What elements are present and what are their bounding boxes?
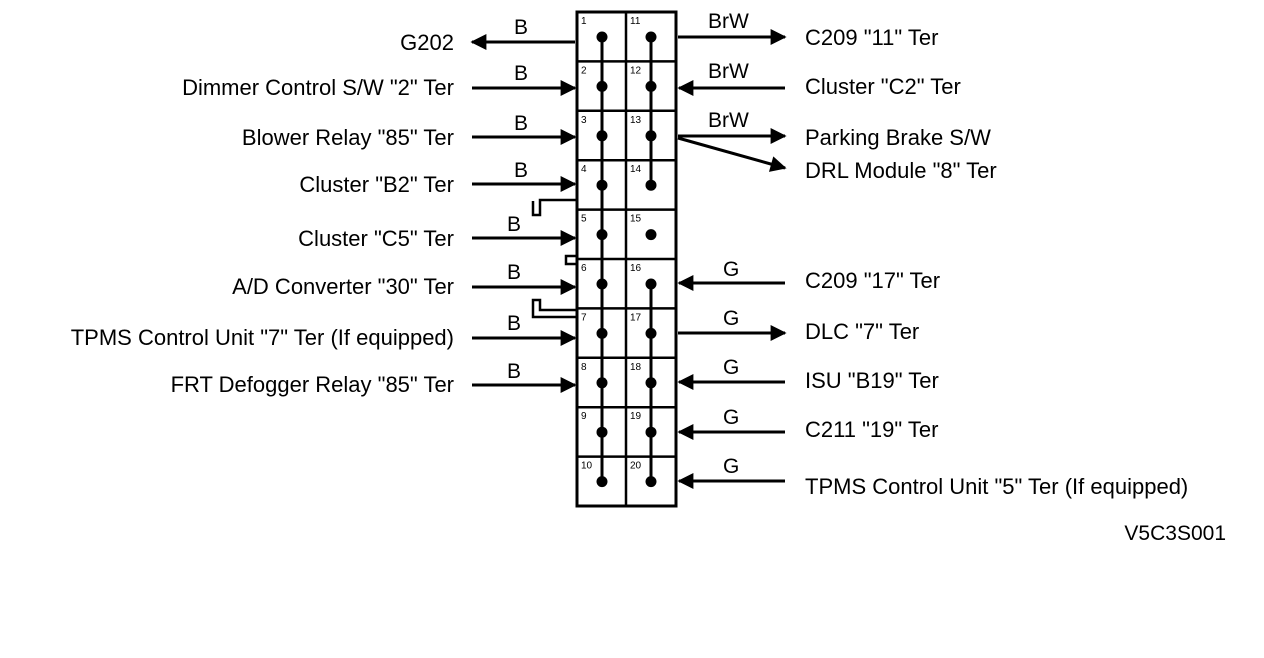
right-label-pin12: Cluster "C2" Ter — [805, 74, 961, 99]
left-label-pin4: Cluster "B2" Ter — [299, 172, 454, 197]
pin-dot-8 — [596, 377, 608, 389]
pin-dot-5 — [596, 229, 608, 241]
wire-color-pin12: BrW — [708, 60, 749, 83]
wire-color-pin5: B — [507, 213, 521, 236]
wire-color-pin20: G — [723, 455, 739, 478]
wire-color-pin11: BrW — [708, 10, 749, 33]
right-label-pin16: C209 "17" Ter — [805, 268, 940, 293]
wire-color-pin3: B — [514, 112, 528, 135]
left-label-pin7: TPMS Control Unit "7" Ter (If equipped) — [71, 325, 454, 350]
pin-dot-3 — [596, 130, 608, 142]
pin-dot-14 — [645, 179, 657, 191]
right-label-pin18: ISU "B19" Ter — [805, 368, 939, 393]
left-label-pin3: Blower Relay "85" Ter — [242, 125, 454, 150]
wire-color-pin13: BrW — [708, 109, 749, 132]
pin-dot-20 — [645, 476, 657, 488]
pin-dots — [596, 31, 657, 488]
pin-number-2: 2 — [581, 65, 587, 76]
pin-number-3: 3 — [581, 115, 587, 126]
jumper-wire — [531, 198, 577, 319]
pin-number-13: 13 — [630, 115, 642, 126]
pin-dot-17 — [645, 327, 657, 339]
pin-dot-10 — [596, 476, 608, 488]
left-label-pin2: Dimmer Control S/W "2" Ter — [182, 75, 454, 100]
pin-number-4: 4 — [581, 164, 587, 175]
pin-dot-4 — [596, 179, 608, 191]
left-label-pin6: A/D Converter "30" Ter — [232, 274, 454, 299]
right-label-pin13-a: Parking Brake S/W — [805, 125, 991, 150]
figure-code: V5C3S001 — [1124, 522, 1226, 545]
wire-color-pin17: G — [723, 307, 739, 330]
row-dividers — [577, 60, 676, 458]
pin-number-10: 10 — [581, 461, 593, 472]
wire-color-pin4: B — [514, 159, 528, 182]
pin-dot-7 — [596, 327, 608, 339]
pin-number-16: 16 — [630, 263, 642, 274]
pin-dot-2 — [596, 80, 608, 92]
pin-dot-9 — [596, 426, 608, 438]
pin-number-19: 19 — [630, 411, 642, 422]
pin-number-7: 7 — [581, 312, 587, 323]
pin-number-9: 9 — [581, 411, 587, 422]
pin-number-12: 12 — [630, 65, 642, 76]
wire-line-pin13b — [677, 136, 787, 172]
wire-color-pin6: B — [507, 261, 521, 284]
pin-dot-18 — [645, 377, 657, 389]
pin-dot-12 — [645, 80, 657, 92]
wire-color-pin2: B — [514, 62, 528, 85]
left-label-pin8: FRT Defogger Relay "85" Ter — [171, 372, 454, 397]
right-connections: C209 "11" Ter Cluster "C2" Ter Parking B… — [677, 10, 1188, 499]
left-label-pin5: Cluster "C5" Ter — [298, 226, 454, 251]
pin-dot-6 — [596, 278, 608, 290]
wire-color-pin7: B — [507, 312, 521, 335]
right-label-pin20: TPMS Control Unit "5" Ter (If equipped) — [805, 474, 1188, 499]
pin-number-1: 1 — [581, 16, 587, 27]
pin-number-15: 15 — [630, 214, 642, 225]
wire-color-pin19: G — [723, 406, 739, 429]
pin-number-14: 14 — [630, 164, 642, 175]
pin-dot-1 — [596, 31, 608, 43]
right-label-pin19: C211 "19" Ter — [805, 417, 938, 442]
pin-number-6: 6 — [581, 263, 587, 274]
wire-color-pin18: G — [723, 356, 739, 379]
pin-number-18: 18 — [630, 362, 642, 373]
pin-dot-19 — [645, 426, 657, 438]
wire-color-pin16: G — [723, 258, 739, 281]
pin-dot-16 — [645, 278, 657, 290]
pin-number-17: 17 — [630, 312, 642, 323]
right-label-pin11: C209 "11" Ter — [805, 25, 938, 50]
pin-number-11: 11 — [630, 16, 641, 27]
left-label-pin1: G202 — [400, 30, 454, 55]
wire-color-pin8: B — [507, 360, 521, 383]
pin-dot-15 — [645, 229, 657, 241]
right-label-pin13-b: DRL Module "8" Ter — [805, 158, 997, 183]
pin-number-5: 5 — [581, 214, 587, 225]
pin-dot-13 — [645, 130, 657, 142]
wire-color-pin1: B — [514, 16, 528, 39]
pin-number-20: 20 — [630, 461, 642, 472]
left-connections: G202 Dimmer Control S/W "2" Ter Blower R… — [71, 16, 577, 397]
right-label-pin17: DLC "7" Ter — [805, 319, 919, 344]
pin-number-8: 8 — [581, 362, 587, 373]
pin-dot-11 — [645, 31, 657, 43]
